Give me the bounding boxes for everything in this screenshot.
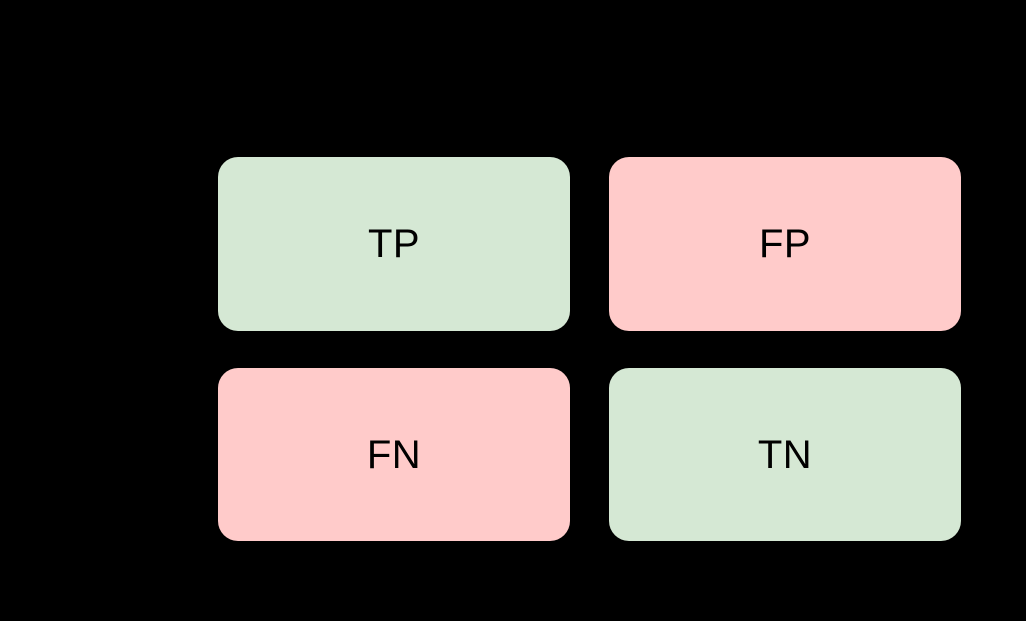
cell-false-positive: FP <box>609 157 961 331</box>
cell-true-negative-label: TN <box>757 432 813 477</box>
cell-false-positive-label: FP <box>758 222 812 266</box>
cell-true-negative: TN <box>609 368 961 541</box>
cell-true-positive-label: TP <box>367 222 421 266</box>
cell-true-positive: TP <box>218 157 570 331</box>
cell-false-negative: FN <box>218 368 570 541</box>
cell-false-negative-label: FN <box>366 432 422 477</box>
